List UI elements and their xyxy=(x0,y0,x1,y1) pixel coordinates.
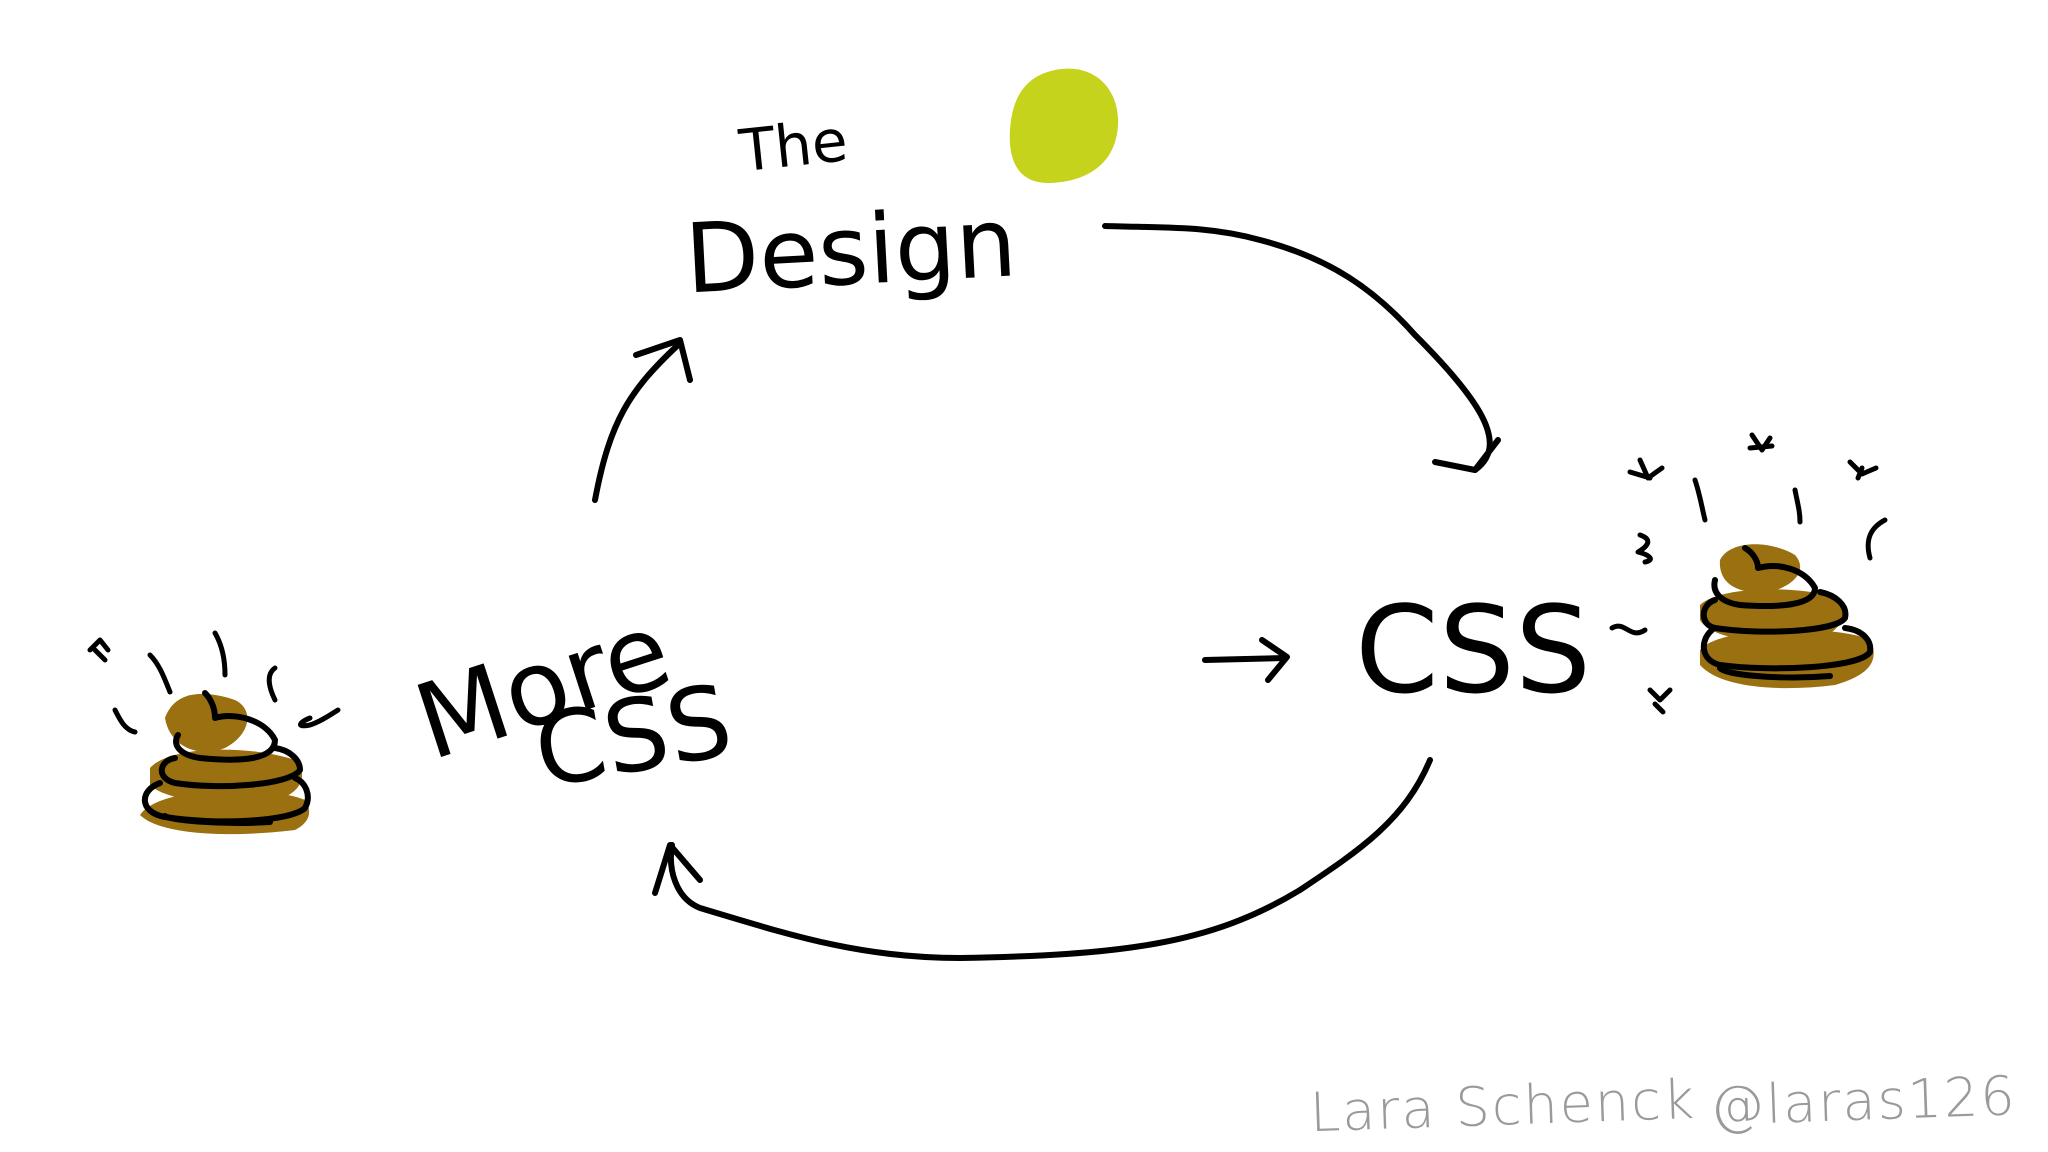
arrow-css-to-more-css xyxy=(652,757,1433,961)
arrow-more-css-to-design xyxy=(592,337,693,503)
green-dot-icon xyxy=(1009,68,1119,184)
stink-lines-icon-right xyxy=(1609,432,1888,715)
credit-handle: @laras126 xyxy=(1709,1064,2018,1138)
stink-lines-icon-left xyxy=(87,630,341,735)
the-design-line1: The xyxy=(735,106,850,185)
the-design-line2: Design xyxy=(682,186,1019,315)
node-more-css: More CSS xyxy=(401,588,740,811)
arrow-design-to-css xyxy=(1102,223,1501,473)
poop-icon-left xyxy=(140,690,311,835)
credit-author: Lara Schenck xyxy=(1309,1068,1697,1144)
node-css: CSS xyxy=(1355,582,1591,721)
node-the-design: The Design xyxy=(682,106,1019,315)
poop-icon-right xyxy=(1700,544,1874,689)
credit: Lara Schenck @laras126 xyxy=(1309,1064,2018,1144)
arrow-into-css xyxy=(1202,637,1290,683)
css-label: CSS xyxy=(1355,582,1591,721)
